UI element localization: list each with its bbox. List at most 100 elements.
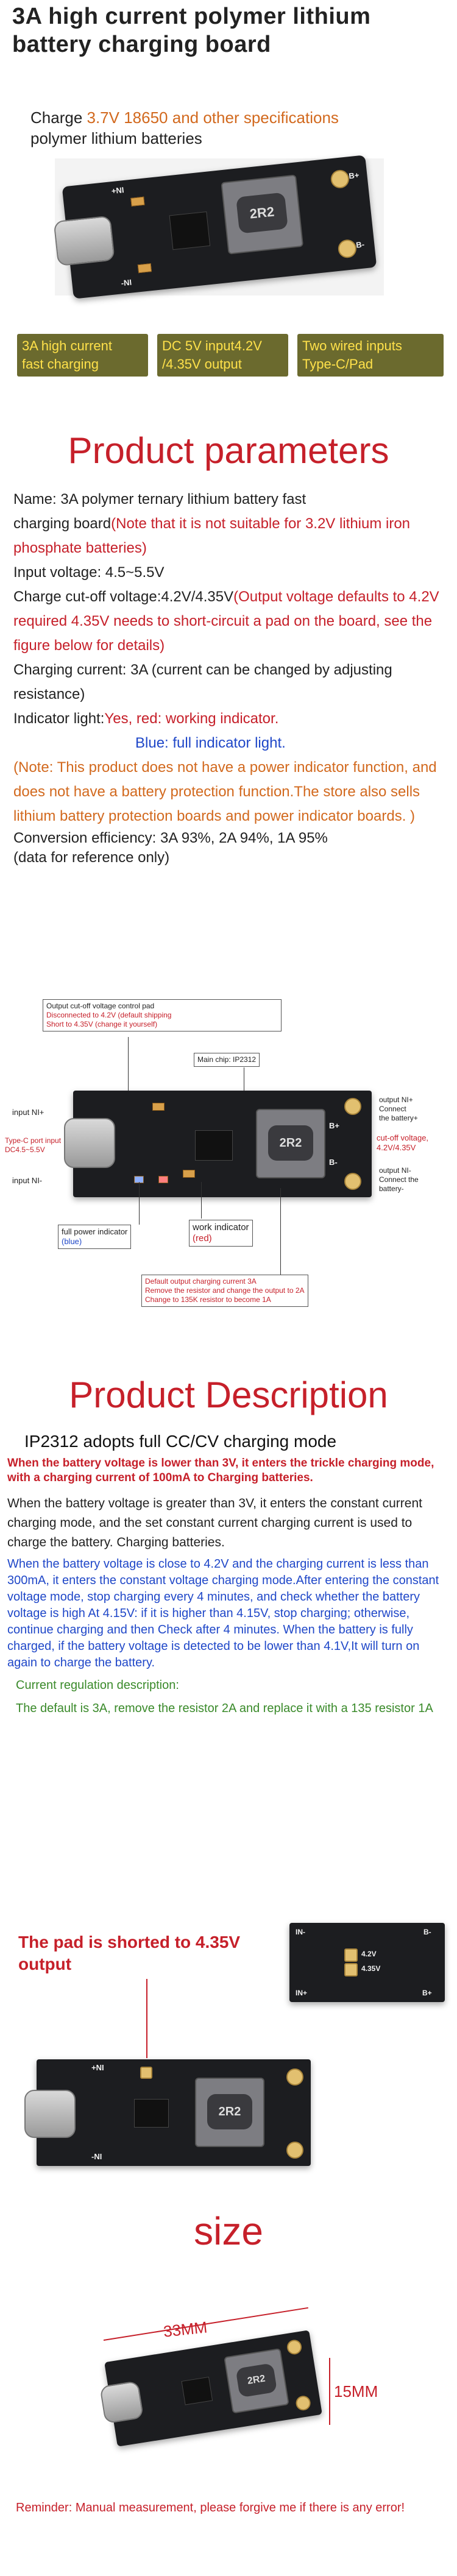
desc-p2: When the battery voltage is greater than… [7, 1496, 422, 1549]
default-current-line3: Change to 135K resistor to become 1A [145, 1295, 271, 1304]
param-current: Charging current: 3A (current can be cha… [13, 662, 392, 702]
param-indicator: Indicator light:Yes, red: working indica… [13, 707, 443, 731]
pad-board-nl-plus: +NI [91, 2063, 104, 2072]
pad-board-b-minus [286, 2142, 303, 2159]
label-input-plus: input NI+ [12, 1108, 44, 1117]
params-section: Product parameters Name: 3A polymer tern… [0, 426, 457, 944]
pad-closeup-pad-42 [344, 1948, 358, 1962]
param-name-label2: charging board [13, 515, 112, 532]
callout-full-power: full power indicator (blue) [58, 1225, 132, 1249]
silk-nl-minus: -NI [120, 277, 132, 288]
param-indicator-red: Yes, red: working indicator. [104, 710, 279, 727]
inductor: 2R2 [221, 174, 304, 255]
diagram-silk-b-plus: B+ [329, 1121, 339, 1130]
feature-1-line1: 3A high current [22, 338, 112, 353]
diagram-main-chip [195, 1130, 233, 1161]
silk-b-minus: B- [355, 239, 365, 250]
pad-label-435: 4.35V [361, 1964, 381, 1973]
param-cutoff-note: (Output voltage defaults to 4.2V require… [13, 589, 439, 654]
diagram-usb-c [64, 1118, 115, 1168]
desc-reg-text: The default is 3A, remove the resistor 2… [16, 1702, 433, 1715]
pad-closeup-b-plus: B+ [422, 1989, 432, 1997]
size-board-inductor: 2R2 [224, 2348, 289, 2414]
silk-b-plus: B+ [348, 170, 360, 181]
description-section: Product Description IP2312 adopts full C… [0, 1371, 457, 1919]
cutoff-v-line2: 4.2V/4.35V [377, 1143, 416, 1152]
callout-cutoff-pad: Output cut-off voltage control pad Disco… [43, 999, 282, 1031]
page-title-line2: battery charging board [12, 32, 271, 57]
feature-3-line1: Two wired inputs [302, 338, 402, 353]
label-output-plus: output NI+ Connect the battery+ [379, 1095, 418, 1123]
params-heading: Product parameters [68, 430, 389, 471]
title-block: 3A high current polymer lithium battery … [12, 2, 445, 58]
leader-full-power [139, 1182, 140, 1225]
pad-closeup-b-minus: B- [423, 1928, 431, 1936]
pad-title-line2: output [18, 1955, 72, 1973]
pad-section: The pad is shorted to 4.35V output IN- B… [0, 1919, 457, 2199]
size-section: size 33MM 2R2 15MM Reminder: Manual meas… [0, 2206, 457, 2576]
size-reminder: Reminder: Manual measurement, please for… [16, 2501, 405, 2514]
default-current-line2: Remove the resistor and change the outpu… [145, 1286, 305, 1295]
pad-board-nl-minus: -NI [91, 2152, 102, 2161]
feature-2-line2: /4.35V output [162, 356, 242, 372]
param-cutoff-label: Charge cut-off voltage:4.2V/4.35V [13, 589, 234, 605]
callout-main-chip: Main chip: IP2312 [194, 1053, 260, 1067]
description-body: When the battery voltage is lower than 3… [7, 1456, 451, 1718]
pad-board-inductor: 2R2 [195, 2078, 264, 2147]
desc-p3: When the battery voltage is close to 4.2… [7, 1557, 439, 1669]
cutoff-line2: Disconnected to 4.2V (default shipping [46, 1011, 172, 1019]
diagram-pad-b-plus [344, 1098, 361, 1115]
header-section: 3A high current polymer lithium battery … [0, 0, 457, 377]
full-power-line2: (blue) [62, 1237, 82, 1246]
diagram-inductor-label: 2R2 [268, 1125, 313, 1161]
feature-3-line2: Type-C/Pad [302, 356, 374, 372]
param-indicator-blue: Blue: full indicator light. [135, 735, 286, 751]
pad-board-usb [24, 2090, 76, 2138]
dim-height-label: 15MM [334, 2382, 378, 2401]
full-power-line1: full power indicator [62, 1227, 128, 1236]
subtitle: Charge 3.7V 18650 and other specificatio… [30, 107, 339, 149]
callout-default-current: Default output charging current 3A Remov… [141, 1275, 308, 1307]
output-plus-line2: Connect [379, 1105, 406, 1113]
type-c-line2: DC4.5~5.5V [5, 1145, 45, 1154]
size-heading: size [194, 2209, 263, 2253]
subtitle-highlight: 3.7V 18650 and other specifications [87, 108, 339, 127]
param-efficiency-note: (data for reference only) [13, 849, 170, 866]
callout-work: work indicator (red) [189, 1220, 253, 1247]
label-type-c: Type-C port input DC4.5~5.5V [5, 1136, 61, 1155]
params-body: Name: 3A polymer ternary lithium battery… [13, 487, 443, 868]
default-current-line1: Default output charging current 3A [145, 1277, 257, 1286]
size-board: 2R2 [99, 2330, 322, 2447]
label-output-minus: output NI- Connect the battery- [379, 1166, 419, 1194]
diagram-pcb: 2R2 B+ B- [64, 1091, 372, 1197]
diagram-silk-b-minus: B- [329, 1158, 338, 1167]
output-plus-line3: the battery+ [379, 1114, 418, 1122]
work-line1: work indicator [193, 1222, 249, 1233]
diagram-pad-b-minus [344, 1173, 361, 1190]
feature-box-3: Two wired inputs Type-C/Pad [297, 334, 444, 377]
param-name-label: Name: 3A polymer ternary lithium battery… [13, 491, 306, 508]
pad-board: 2R2 +NI -NI [24, 2059, 311, 2166]
diagram-inductor: 2R2 [256, 1109, 325, 1178]
feature-2-line1: DC 5V input4.2V [162, 338, 262, 353]
diagram-section: Output cut-off voltage control pad Disco… [0, 987, 457, 1365]
size-board-pad-plus [286, 2338, 303, 2356]
pad-board-inductor-label: 2R2 [207, 2094, 252, 2129]
desc-reg-title: Current regulation description: [16, 1679, 179, 1692]
feature-box-1: 3A high current fast charging [17, 334, 148, 377]
pad-b-plus [330, 169, 350, 189]
feature-1-line2: fast charging [22, 356, 99, 372]
label-input-minus: input NI- [12, 1176, 43, 1185]
pad-title: The pad is shorted to 4.35V output [18, 1931, 240, 1975]
usb-c-port [53, 215, 115, 267]
size-board-usb [99, 2380, 144, 2424]
type-c-line1: Type-C port input [5, 1136, 62, 1145]
param-cutoff: Charge cut-off voltage:4.2V/4.35V(Output… [13, 585, 443, 658]
pad-board-shorted-pad [140, 2067, 152, 2079]
pad-b-minus [337, 238, 358, 259]
leader-default-current [280, 1188, 281, 1276]
resistor [130, 196, 145, 207]
label-cutoff-voltage: cut-off voltage, 4.2V/4.35V [377, 1133, 428, 1153]
subtitle-prefix: Charge [30, 108, 87, 127]
work-line2: (red) [193, 1233, 212, 1244]
